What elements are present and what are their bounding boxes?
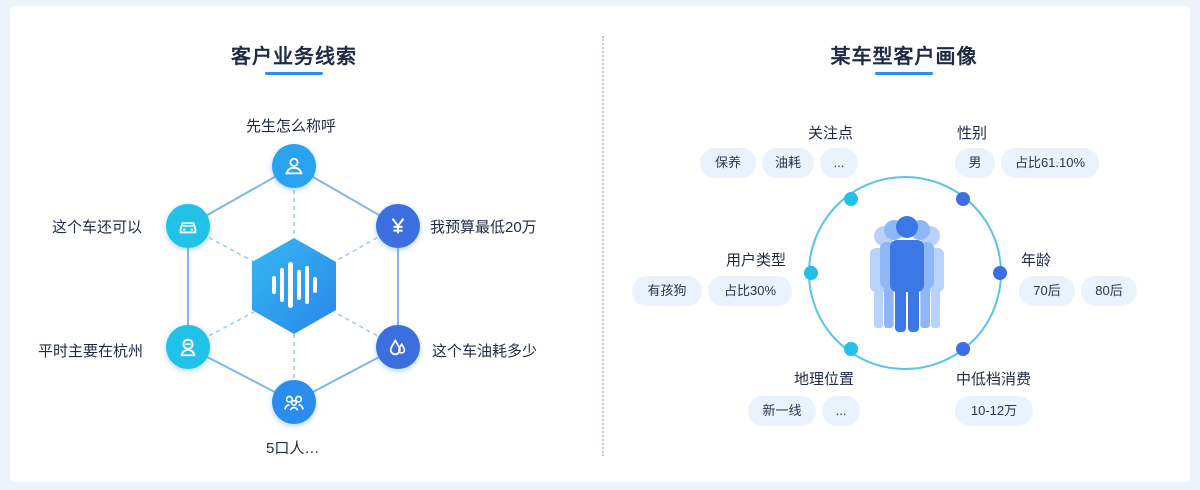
node-label-user: 先生怎么称呼: [246, 118, 337, 135]
group-label-focus: 关注点: [808, 125, 854, 142]
section-divider: [602, 36, 604, 456]
right-title: 某车型客户画像: [830, 46, 978, 68]
node-label-car: 这个车还可以: [52, 219, 143, 236]
chip-focus-2: 油耗: [762, 148, 814, 178]
chip-geo-1: 新一线: [748, 396, 816, 426]
car-icon: [179, 222, 197, 234]
group-label-geo: 地理位置: [794, 371, 855, 388]
group-label-age: 年龄: [1021, 252, 1052, 269]
family-icon: [284, 395, 304, 411]
node-car: [161, 199, 215, 253]
node-label-budget: 我预算最低20万: [430, 219, 537, 236]
node-label-fuel: 这个车油耗多少: [432, 343, 538, 360]
chip-user-type-2: 占比30%: [708, 276, 792, 306]
chip-consumption-1: 10-12万: [955, 396, 1033, 426]
node-location: [161, 320, 215, 374]
node-label-family: 5口人…: [266, 440, 320, 457]
user-icon: [285, 157, 303, 175]
yen-icon: [391, 218, 405, 234]
left-title: 客户业务线索: [231, 46, 357, 68]
chip-user-type-1: 有孩狗: [632, 276, 702, 306]
chip-gender-2: 占比61.10%: [1001, 148, 1099, 178]
ring-dot-gender: [956, 192, 970, 206]
node-user: [267, 139, 321, 193]
chip-age-2: 80后: [1081, 276, 1137, 306]
voice-wave-icon: [272, 262, 317, 308]
chip-age-1: 70后: [1019, 276, 1075, 306]
ring-dot-geo: [844, 342, 858, 356]
water-drop-icon: [389, 338, 406, 356]
right-title-underline: [875, 72, 933, 75]
node-fuel: [371, 320, 425, 374]
group-label-gender: 性别: [957, 125, 988, 142]
group-label-user-type: 用户类型: [726, 252, 787, 269]
node-budget: [371, 199, 425, 253]
ring-dot-user-type: [804, 266, 818, 280]
person-location-icon: [180, 338, 196, 357]
node-family: [267, 375, 321, 429]
ring-dot-consumption: [956, 342, 970, 356]
ring-dot-focus: [844, 192, 858, 206]
left-title-underline: [265, 72, 323, 75]
ring-dot-age: [993, 266, 1007, 280]
voice-hexagon: [252, 238, 336, 334]
node-label-location: 平时主要在杭州: [38, 343, 144, 360]
chip-gender-1: 男: [955, 148, 995, 178]
group-label-consumption: 中低档消费: [956, 371, 1032, 388]
chip-focus-1: 保养: [700, 148, 756, 178]
chip-geo-2: ...: [822, 396, 860, 426]
people-group-icon: [870, 216, 944, 332]
chip-focus-3: ...: [820, 148, 858, 178]
